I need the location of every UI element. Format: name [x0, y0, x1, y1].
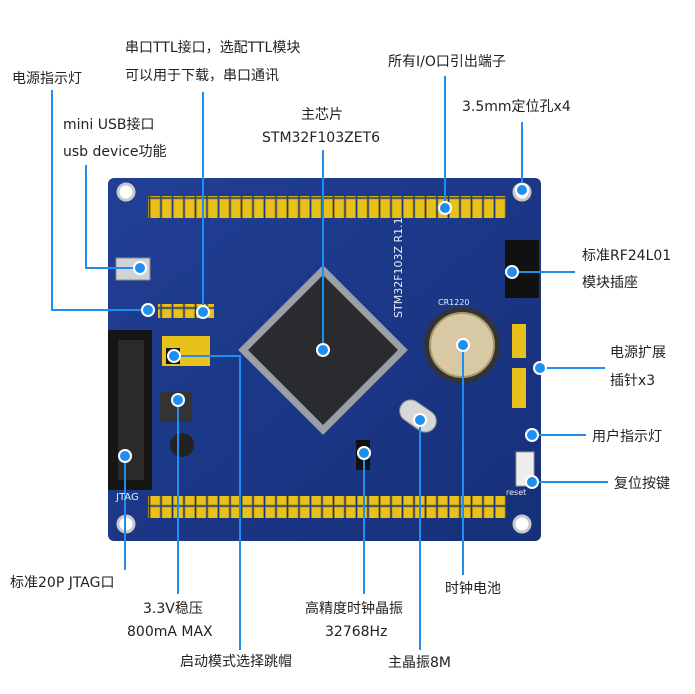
label-boot: 启动模式选择跳帽: [180, 654, 292, 670]
label-battery: 时钟电池: [445, 581, 501, 597]
label-reset: 复位按键: [614, 476, 670, 492]
bottom-pin-header: [148, 496, 506, 518]
label-ttl-1: 串口TTL接口，选配TTL模块: [125, 40, 301, 56]
leader-lines: [51, 76, 608, 650]
label-main-crystal: 主晶振8M: [388, 655, 451, 671]
label-chip-2: STM32F103ZET6: [262, 130, 381, 146]
label-io: 所有I/O口引出端子: [388, 54, 506, 70]
label-ttl-2: 可以用于下载，串口通讯: [125, 68, 279, 84]
label-rf-2: 模块插座: [582, 275, 638, 291]
label-user-led: 用户指示灯: [592, 429, 662, 445]
label-power-led: 电源指示灯: [12, 71, 82, 87]
label-ldo-1: 3.3V稳压: [143, 601, 203, 617]
silk-battery: CR1220: [438, 298, 470, 307]
label-chip-1: 主芯片: [301, 107, 343, 123]
label-rf-1: 标准RF24L01: [582, 248, 672, 264]
label-ldo-2: 800mA MAX: [127, 624, 213, 640]
label-pwr-ext-2: 插针x3: [610, 373, 656, 389]
label-usb-1: mini USB接口: [63, 117, 155, 133]
label-holes: 3.5mm定位孔x4: [462, 99, 571, 115]
label-rtc-1: 高精度时钟晶振: [305, 601, 403, 617]
silk-reset: reset: [506, 488, 527, 497]
label-rtc-2: 32768Hz: [325, 624, 388, 640]
power-ext-header-2: [512, 368, 526, 408]
power-ext-header-1: [512, 324, 526, 358]
silk-model: STM32F103Z R1.1: [392, 217, 405, 318]
callout-dots: [118, 183, 547, 489]
label-usb-2: usb device功能: [63, 144, 167, 160]
label-pwr-ext-1: 电源扩展: [610, 345, 666, 361]
top-pin-header: [148, 196, 506, 218]
label-jtag: 标准20P JTAG口: [10, 575, 115, 591]
silk-jtag: JTAG: [116, 492, 139, 503]
